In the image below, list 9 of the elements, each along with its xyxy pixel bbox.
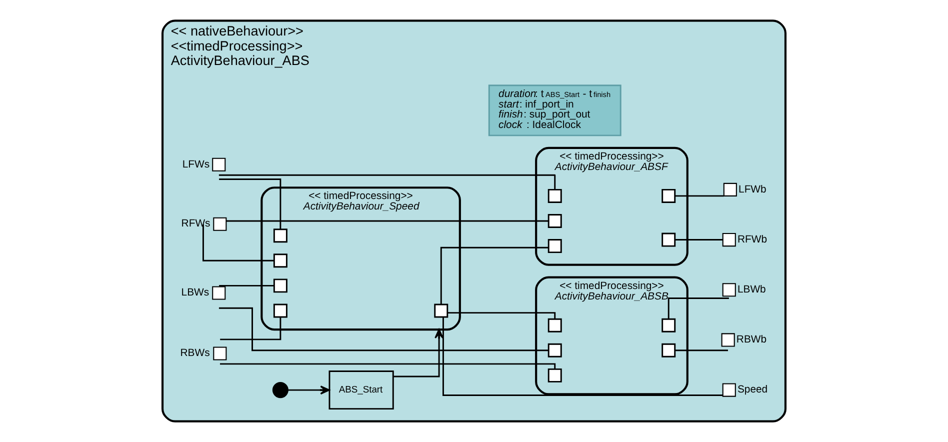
node-label: LFWs bbox=[182, 159, 210, 170]
node-label: RFWb bbox=[737, 234, 768, 246]
node-label: LBWb bbox=[737, 284, 766, 296]
node-label: Speed bbox=[737, 384, 768, 396]
node-label: RBWb bbox=[736, 334, 767, 346]
node-label: LFWb bbox=[738, 184, 766, 196]
node-label: RFWs bbox=[181, 218, 210, 230]
node-label: LBWs bbox=[181, 288, 210, 299]
node-label: RBWs bbox=[180, 348, 210, 360]
